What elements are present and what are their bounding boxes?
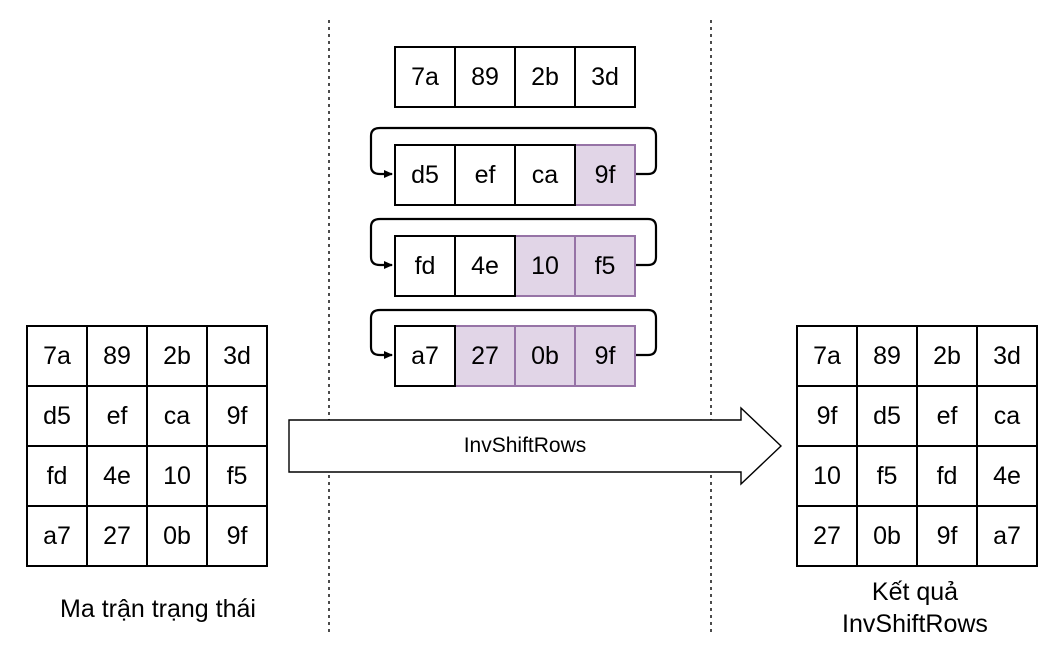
inv-shift-rows-arrow: [288, 406, 783, 486]
row-cell: 2b: [514, 46, 576, 108]
loop-arrow-row-1: [369, 126, 658, 178]
matrix-cell: 10: [146, 445, 208, 507]
matrix-cell: 4e: [86, 445, 148, 507]
row-cell-shifted: 0b: [514, 325, 576, 387]
matrix-row: 27 0b 9f a7: [796, 505, 1038, 567]
matrix-cell: 27: [796, 505, 858, 567]
matrix-cell: 0b: [856, 505, 918, 567]
matrix-cell: f5: [856, 445, 918, 507]
shift-row-3: a7 27 0b 9f: [394, 325, 636, 387]
matrix-cell: 9f: [206, 505, 268, 567]
matrix-cell: a7: [976, 505, 1038, 567]
matrix-cell: 9f: [796, 385, 858, 447]
row-cell: ef: [454, 144, 516, 206]
matrix-cell: d5: [26, 385, 88, 447]
state-matrix-caption: Ma trận trạng thái: [60, 595, 256, 623]
loop-arrow-row-2: [369, 217, 658, 269]
matrix-cell: 3d: [976, 325, 1038, 387]
matrix-cell: 9f: [916, 505, 978, 567]
matrix-cell: 10: [796, 445, 858, 507]
matrix-row: a7 27 0b 9f: [26, 505, 268, 567]
shift-row-0: 7a 89 2b 3d: [394, 46, 636, 108]
row-cell: 4e: [454, 235, 516, 297]
arrow-label: InvShiftRows: [463, 434, 587, 457]
matrix-cell: ca: [976, 385, 1038, 447]
row-cell: a7: [394, 325, 456, 387]
result-caption-line1: Kết quả: [871, 578, 959, 606]
matrix-cell: 2b: [916, 325, 978, 387]
matrix-cell: 27: [86, 505, 148, 567]
matrix-cell: ca: [146, 385, 208, 447]
row-cell-shifted: 27: [454, 325, 516, 387]
matrix-cell: 89: [856, 325, 918, 387]
matrix-cell: f5: [206, 445, 268, 507]
loop-arrow-row-3: [369, 308, 658, 359]
matrix-cell: 7a: [796, 325, 858, 387]
matrix-row: fd 4e 10 f5: [26, 445, 268, 507]
row-cell: ca: [514, 144, 576, 206]
row-cell: 7a: [394, 46, 456, 108]
matrix-cell: 3d: [206, 325, 268, 387]
result-caption-line2: InvShiftRows: [842, 610, 988, 638]
state-matrix: 7a 89 2b 3d d5 ef ca 9f fd 4e 10 f5 a7 2…: [26, 325, 268, 567]
row-cell: 3d: [574, 46, 636, 108]
matrix-row: 7a 89 2b 3d: [796, 325, 1038, 387]
row-cell-shifted: 9f: [574, 325, 636, 387]
matrix-cell: d5: [856, 385, 918, 447]
row-cell: fd: [394, 235, 456, 297]
matrix-row: d5 ef ca 9f: [26, 385, 268, 447]
shift-row-2: fd 4e 10 f5: [394, 235, 636, 297]
matrix-cell: fd: [26, 445, 88, 507]
row-cell: d5: [394, 144, 456, 206]
matrix-cell: ef: [86, 385, 148, 447]
matrix-row: 10 f5 fd 4e: [796, 445, 1038, 507]
matrix-cell: 7a: [26, 325, 88, 387]
matrix-cell: 2b: [146, 325, 208, 387]
matrix-row: 7a 89 2b 3d: [26, 325, 268, 387]
matrix-cell: fd: [916, 445, 978, 507]
result-caption: Kết quả InvShiftRows: [760, 576, 1059, 640]
matrix-cell: 4e: [976, 445, 1038, 507]
shift-row-1: d5 ef ca 9f: [394, 144, 636, 206]
matrix-cell: a7: [26, 505, 88, 567]
matrix-cell: 89: [86, 325, 148, 387]
result-matrix: 7a 89 2b 3d 9f d5 ef ca 10 f5 fd 4e 27 0…: [796, 325, 1038, 567]
matrix-cell: ef: [916, 385, 978, 447]
row-cell-shifted: 9f: [574, 144, 636, 206]
matrix-cell: 9f: [206, 385, 268, 447]
matrix-row: 9f d5 ef ca: [796, 385, 1038, 447]
row-cell: 89: [454, 46, 516, 108]
row-cell-shifted: f5: [574, 235, 636, 297]
matrix-cell: 0b: [146, 505, 208, 567]
row-cell-shifted: 10: [514, 235, 576, 297]
